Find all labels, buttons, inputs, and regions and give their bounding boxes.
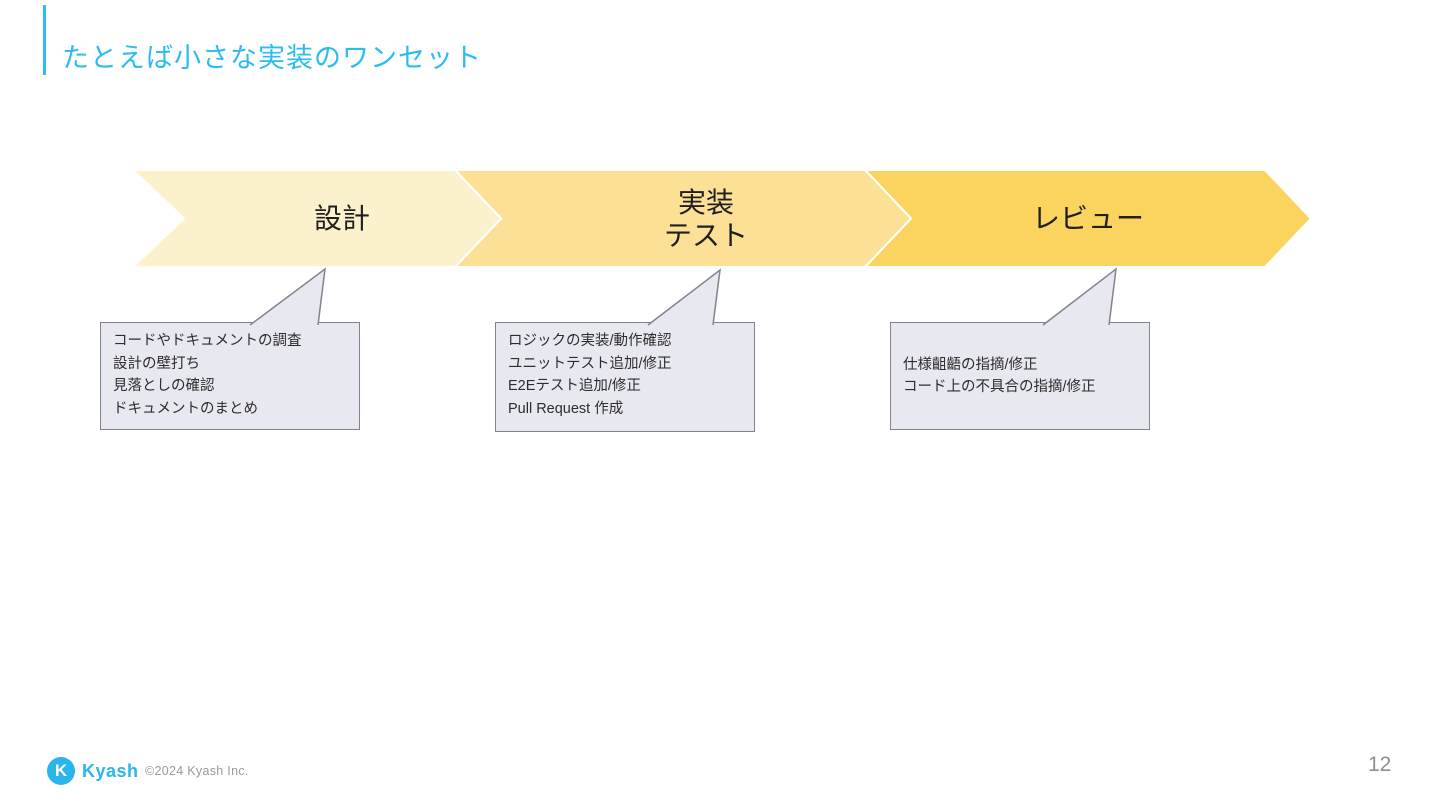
copyright-text: ©2024 Kyash Inc. bbox=[145, 764, 249, 778]
stage-label-text: 設計 bbox=[313, 203, 370, 234]
stage-label-text: レビュー bbox=[1031, 203, 1144, 234]
callout-tail-design bbox=[249, 267, 326, 326]
callout-line: ユニットテスト追加/修正 bbox=[508, 355, 672, 372]
kyash-logo-icon: K bbox=[47, 757, 75, 785]
stage-label-text: 実装 bbox=[677, 186, 734, 218]
callout-line: 設計の壁打ち bbox=[113, 355, 200, 372]
callout-review-details: 仕様齟齬の指摘/修正 コード上の不具合の指摘/修正 bbox=[890, 322, 1150, 430]
callout-design-details: コードやドキュメントの調査 設計の壁打ち 見落としの確認 ドキュメントのまとめ bbox=[100, 322, 360, 430]
callout-line: ドキュメントのまとめ bbox=[113, 400, 258, 417]
title-accent-bar bbox=[43, 5, 46, 75]
kyash-logo-wordmark: Kyash bbox=[82, 761, 139, 781]
callout-line: Pull Request 作成 bbox=[508, 400, 624, 417]
callout-line: 見落としの確認 bbox=[113, 378, 215, 394]
callout-tail-implementation bbox=[647, 268, 721, 326]
stage-label-design: 設計 bbox=[184, 170, 500, 267]
page-title: たとえば小さな実装のワンセット bbox=[62, 43, 482, 73]
callout-line: コード上の不具合の指摘/修正 bbox=[903, 379, 1096, 395]
callout-implementation-details: ロジックの実装/動作確認 ユニットテスト追加/修正 E2Eテスト追加/修正 Pu… bbox=[495, 322, 755, 432]
stage-label-implementation-test: 実装 テスト bbox=[501, 170, 911, 267]
callout-line: コードやドキュメントの調査 bbox=[113, 333, 302, 349]
stage-label-review: レビュー bbox=[911, 170, 1265, 267]
callout-tail-review bbox=[1042, 267, 1117, 326]
callout-line: 仕様齟齬の指摘/修正 bbox=[903, 356, 1038, 373]
page-number: 12 bbox=[1368, 753, 1392, 776]
callout-line: ロジックの実装/動作確認 bbox=[508, 333, 672, 349]
stage-label-text: テスト bbox=[663, 219, 748, 251]
callout-line: E2Eテスト追加/修正 bbox=[508, 378, 641, 394]
